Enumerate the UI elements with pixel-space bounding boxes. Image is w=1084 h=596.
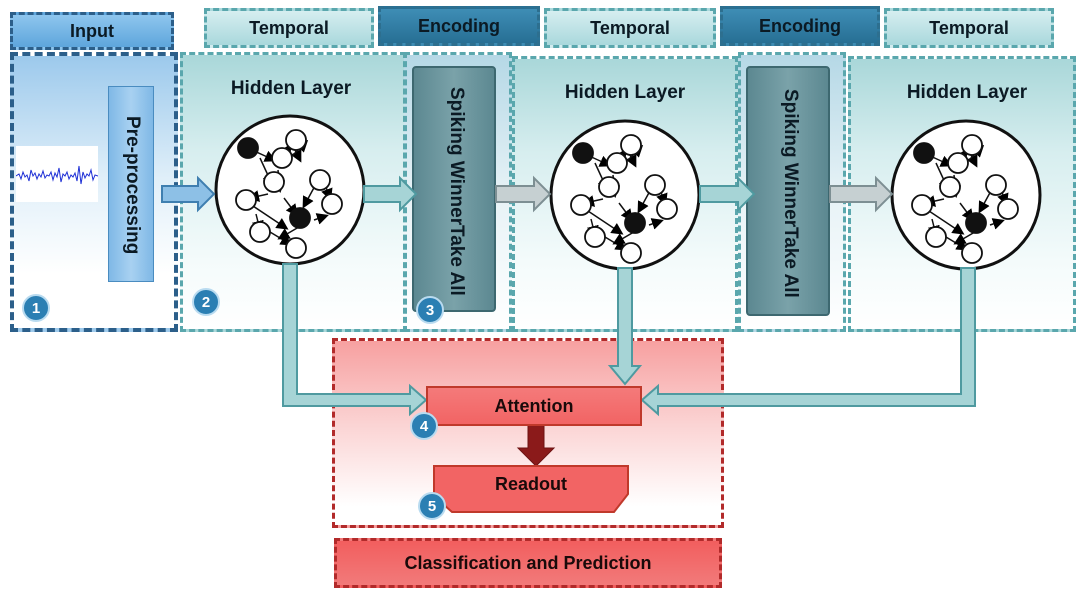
hidden-layer-label-3: Hidden Layer bbox=[906, 82, 1028, 103]
badge-2: 2 bbox=[192, 288, 220, 316]
signal-plot bbox=[15, 146, 99, 202]
arrow-net1-to-wta1 bbox=[363, 175, 418, 213]
header-encoding-1: Encoding bbox=[378, 6, 540, 46]
header-temporal-1: Temporal bbox=[204, 8, 374, 48]
footer-label: Classification and Prediction bbox=[404, 552, 652, 573]
flow-arrows bbox=[161, 175, 894, 213]
arrow-attention-to-readout bbox=[516, 423, 556, 467]
arrow-pre-to-net1 bbox=[161, 175, 216, 213]
network-3 bbox=[892, 121, 1040, 269]
arrow-net2-to-wta2 bbox=[699, 175, 756, 213]
wta-label-1: Spiking Winner Take All bbox=[414, 68, 498, 314]
wta-label-2: Spiking Winner Take All bbox=[748, 68, 832, 318]
badge-3: 3 bbox=[416, 296, 444, 324]
wta-label-1-line2: Take All bbox=[446, 224, 467, 296]
readout-label: Readout bbox=[495, 474, 567, 494]
wta-label-1-line1: Spiking Winner bbox=[446, 86, 467, 225]
attention-connectors bbox=[282, 263, 976, 417]
arrow-net2-to-attention bbox=[607, 267, 643, 386]
wta-label-2-line2: Take All bbox=[780, 226, 801, 298]
header-temporal-2: Temporal bbox=[544, 8, 716, 48]
network-2 bbox=[551, 121, 699, 269]
badge-4: 4 bbox=[410, 412, 438, 440]
badge-5: 5 bbox=[418, 492, 446, 520]
footer-box: Classification and Prediction bbox=[334, 538, 722, 588]
wta-label-2-line1: Spiking Winner bbox=[780, 88, 801, 227]
wta-block-2: Spiking Winner Take All bbox=[746, 66, 830, 316]
arrow-wta2-to-net3 bbox=[829, 175, 894, 213]
hidden-layer-label-2: Hidden Layer bbox=[564, 82, 686, 103]
preprocessing-label: Pre-processing bbox=[122, 115, 143, 255]
arrow-wta1-to-net2 bbox=[495, 175, 552, 213]
hidden-layer-label-1: Hidden Layer bbox=[230, 78, 352, 99]
arrow-net1-to-attention bbox=[282, 263, 428, 417]
badge-1: 1 bbox=[22, 294, 50, 322]
header-encoding-2: Encoding bbox=[720, 6, 880, 46]
network-1 bbox=[216, 116, 364, 264]
attention-box: Attention bbox=[426, 386, 642, 426]
preprocessing-block: Pre-processing bbox=[108, 86, 154, 282]
arrow-net3-to-attention bbox=[640, 267, 976, 417]
header-temporal-3: Temporal bbox=[884, 8, 1054, 48]
header-input: Input bbox=[10, 12, 174, 50]
wta-block-1: Spiking Winner Take All bbox=[412, 66, 496, 312]
